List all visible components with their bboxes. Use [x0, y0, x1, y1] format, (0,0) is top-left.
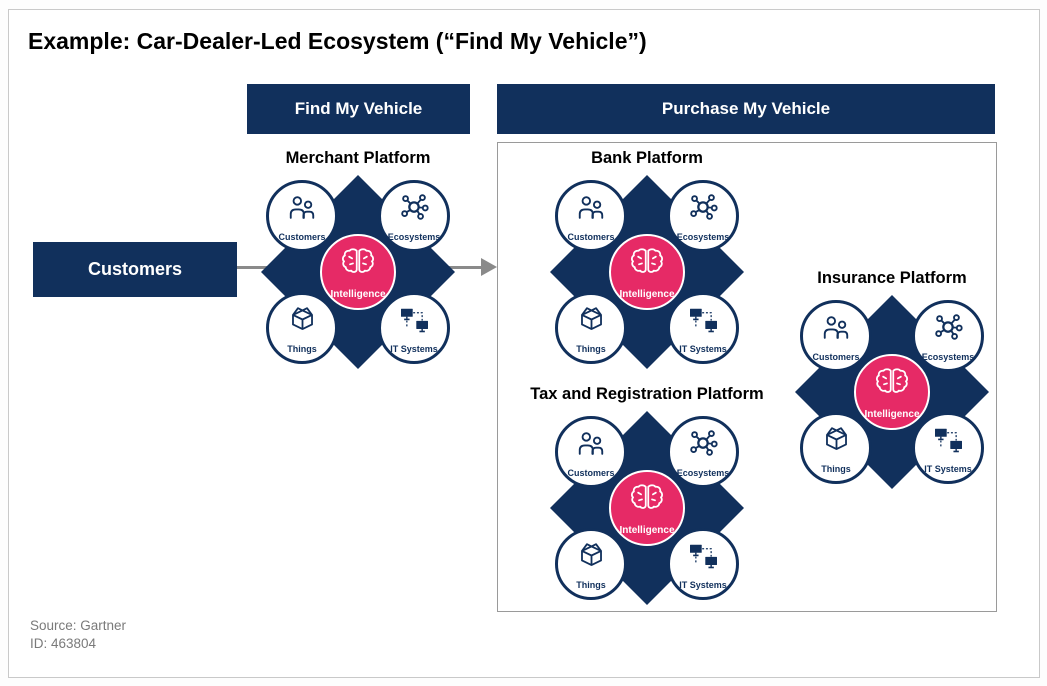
page-title: Example: Car-Dealer-Led Ecosystem (“Find…: [28, 28, 647, 54]
box-icon: [577, 303, 606, 335]
node-label: Things: [576, 344, 606, 354]
node-label: Things: [576, 580, 606, 590]
box-icon: [288, 303, 317, 335]
platform-diagram: Bank Platform Customers: [547, 149, 747, 372]
node-label: Customers: [567, 468, 615, 478]
box-icon: [577, 539, 606, 571]
monitors-icon: [399, 303, 430, 335]
node-label: Customers: [812, 352, 860, 362]
node-label: Ecosystems: [387, 232, 441, 242]
customers-node: Customers: [555, 416, 627, 488]
network-icon: [933, 311, 963, 343]
node-label: Ecosystems: [676, 232, 730, 242]
monitors-icon: [688, 303, 719, 335]
people-icon: [576, 191, 606, 223]
people-icon: [287, 191, 317, 223]
platform-title: Tax and Registration Platform: [530, 385, 764, 403]
brain-icon: [875, 365, 909, 395]
flow-arrowhead-icon: [481, 258, 497, 276]
people-icon: [576, 427, 606, 459]
things-node: Things: [266, 292, 338, 364]
things-node: Things: [555, 292, 627, 364]
platform-title: Merchant Platform: [285, 149, 431, 167]
monitors-icon: [933, 423, 964, 455]
node-label: Intelligence: [619, 289, 675, 300]
brain-icon: [630, 481, 664, 511]
customers-node: Customers: [800, 300, 872, 372]
platform-diagram: Tax and Registration Platform Customers: [530, 385, 764, 608]
intelligence-node: Intelligence: [609, 234, 685, 310]
find-my-vehicle-header: Find My Vehicle: [247, 84, 470, 134]
node-label: Customers: [278, 232, 326, 242]
id-line: ID: 463804: [30, 636, 97, 651]
node-label: Ecosystems: [921, 352, 975, 362]
node-label: Intelligence: [864, 409, 920, 420]
it-systems-node: IT Systems: [912, 412, 984, 484]
network-icon: [399, 191, 429, 223]
node-label: IT Systems: [679, 580, 727, 590]
it-systems-node: IT Systems: [667, 528, 739, 600]
monitors-icon: [688, 539, 719, 571]
ecosystems-node: Ecosystems: [912, 300, 984, 372]
node-label: IT Systems: [390, 344, 438, 354]
intelligence-node: Intelligence: [854, 354, 930, 430]
customers-source-box: Customers: [33, 242, 237, 297]
node-label: Things: [287, 344, 317, 354]
it-systems-node: IT Systems: [378, 292, 450, 364]
node-label: IT Systems: [924, 464, 972, 474]
node-label: Ecosystems: [676, 468, 730, 478]
customers-node: Customers: [266, 180, 338, 252]
node-label: Intelligence: [619, 525, 675, 536]
things-node: Things: [555, 528, 627, 600]
source-note: Source: Gartner ID: 463804: [30, 617, 126, 653]
box-icon: [822, 423, 851, 455]
intelligence-node: Intelligence: [320, 234, 396, 310]
brain-icon: [630, 245, 664, 275]
purchase-my-vehicle-header: Purchase My Vehicle: [497, 84, 995, 134]
things-node: Things: [800, 412, 872, 484]
network-icon: [688, 427, 718, 459]
node-label: IT Systems: [679, 344, 727, 354]
platform-title: Insurance Platform: [817, 269, 967, 287]
network-icon: [688, 191, 718, 223]
intelligence-node: Intelligence: [609, 470, 685, 546]
node-label: Customers: [567, 232, 615, 242]
brain-icon: [341, 245, 375, 275]
ecosystems-node: Ecosystems: [667, 416, 739, 488]
customers-node: Customers: [555, 180, 627, 252]
node-label: Things: [821, 464, 851, 474]
source-line: Source: Gartner: [30, 618, 127, 633]
platform-diagram: Merchant Platform Customers: [258, 149, 458, 372]
node-label: Intelligence: [330, 289, 386, 300]
ecosystems-node: Ecosystems: [667, 180, 739, 252]
ecosystems-node: Ecosystems: [378, 180, 450, 252]
platform-title: Bank Platform: [591, 149, 703, 167]
platform-diagram: Insurance Platform Customers: [792, 269, 992, 492]
it-systems-node: IT Systems: [667, 292, 739, 364]
people-icon: [821, 311, 851, 343]
